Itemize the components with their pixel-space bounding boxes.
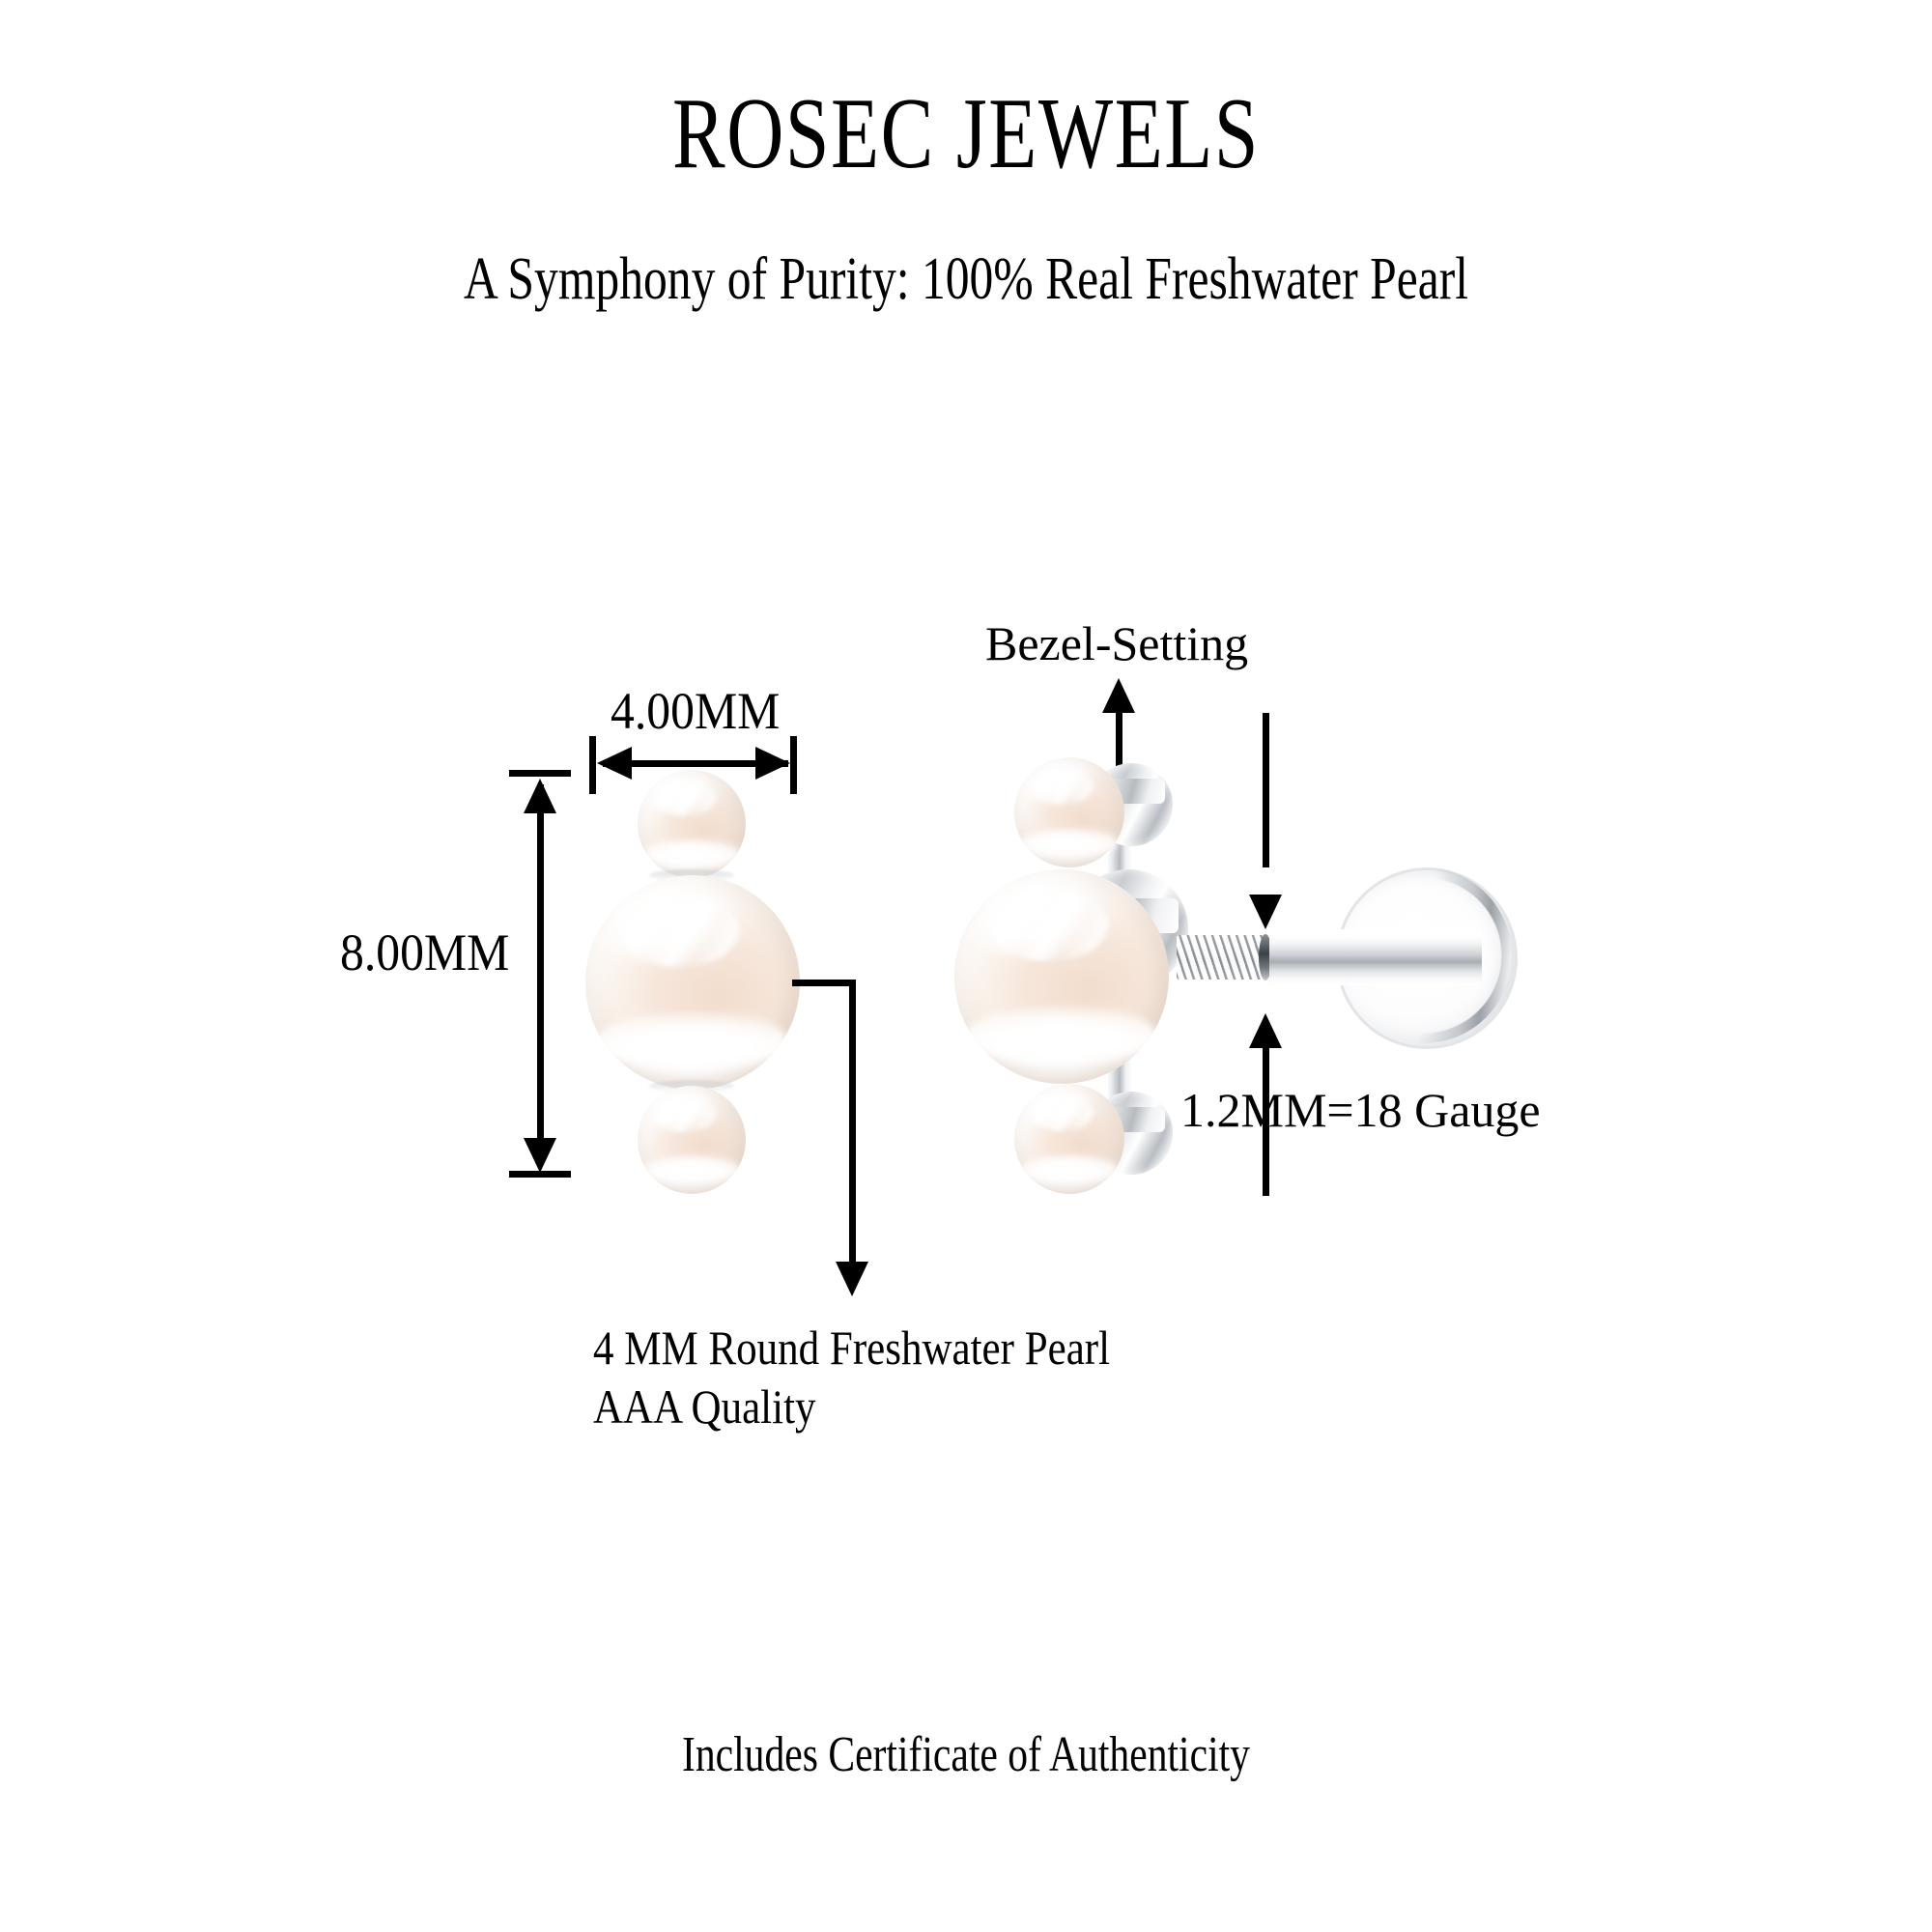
brand-title: ROSEC JEWELS — [672, 76, 1260, 189]
gauge-label: 1.2MM=18 Gauge — [1180, 1083, 1541, 1137]
gauge-leader-top — [1263, 713, 1269, 867]
gauge-arrow-down-icon — [1249, 895, 1282, 929]
callout-arrow-down-icon — [836, 1262, 868, 1296]
bezel-leader-line — [1116, 700, 1122, 782]
pearl-top-side — [1014, 757, 1124, 867]
pearl-top — [638, 770, 746, 878]
certificate-note: Includes Certificate of Authenticity — [682, 1727, 1250, 1782]
post-threaded-section — [1177, 935, 1265, 980]
height-dimension-line — [537, 784, 544, 1161]
gauge-arrow-up-icon — [1249, 1013, 1282, 1048]
pearl-callout-line1: 4 MM Round Freshwater Pearl — [593, 1321, 1111, 1375]
width-arrow-right-icon — [755, 747, 790, 780]
width-witness-right — [790, 736, 797, 794]
height-dimension-label: 8.00MM — [340, 923, 510, 981]
height-witness-bottom — [509, 1171, 571, 1178]
height-arrow-up-icon — [524, 779, 556, 813]
pearl-center — [585, 875, 800, 1090]
pearl-callout-line2: AAA Quality — [593, 1379, 816, 1434]
pearl-callout: 4 MM Round Freshwater Pearl AAA Quality — [593, 1319, 1110, 1436]
width-witness-left — [589, 736, 596, 794]
pearl-center-side — [954, 869, 1169, 1084]
bezel-setting-label: Bezel-Setting — [985, 616, 1249, 670]
post-thread-ring — [1259, 934, 1272, 980]
bezel-arrow-up-icon — [1102, 678, 1135, 713]
width-arrow-left-icon — [597, 747, 632, 780]
pearl-bottom-side — [1014, 1084, 1124, 1194]
callout-leader-horizontal — [792, 980, 856, 986]
height-arrow-down-icon — [524, 1138, 556, 1173]
tagline: A Symphony of Purity: 100% Real Freshwat… — [463, 246, 1469, 312]
callout-leader-vertical — [849, 980, 856, 1269]
post-shaft — [1269, 929, 1482, 985]
height-witness-top — [509, 770, 571, 777]
width-dimension-line — [603, 760, 788, 767]
pearl-bottom — [638, 1086, 746, 1194]
width-dimension-label: 4.00MM — [611, 682, 781, 740]
gauge-leader-bottom — [1263, 1047, 1269, 1196]
